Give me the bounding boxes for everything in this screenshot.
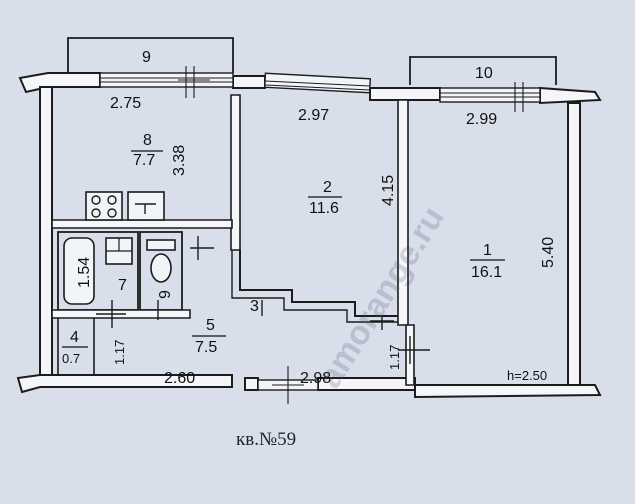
stove <box>85 191 123 221</box>
window-room-2 <box>263 72 372 94</box>
balcony-9: 9 <box>67 37 234 73</box>
room-8-number: 8 <box>143 132 152 149</box>
room-1-area: 16.1 <box>471 264 502 281</box>
dim-room1-depth: 5.40 <box>540 237 557 268</box>
room-3-number: 3 <box>250 298 259 315</box>
room-6-number: 6 <box>155 290 172 299</box>
dim-kitchen-depth: 3.38 <box>171 145 188 176</box>
room-7-bathroom <box>57 231 139 311</box>
room-8-area: 7.7 <box>133 152 155 169</box>
dim-corridor-right: 2.98 <box>300 370 331 387</box>
balcony-10: 10 <box>409 56 557 85</box>
dim-bath-length: 1.54 <box>76 257 93 288</box>
room-4-closet <box>57 318 95 375</box>
dim-corridor-left: 2.60 <box>164 370 195 387</box>
dim-closet-width: 1.17 <box>112 340 127 365</box>
outer-top-wall <box>18 72 602 105</box>
apartment-caption: кв.№59 <box>236 429 296 450</box>
ceiling-height: h=2.50 <box>507 368 547 383</box>
dim-room2-width: 2.97 <box>298 107 329 124</box>
room-2-area: 11.6 <box>309 200 339 217</box>
balcony-10-label: 10 <box>475 65 493 82</box>
outer-bottom-wall <box>16 366 602 404</box>
wall-kitchen-bottom <box>51 219 233 229</box>
outer-left-wall <box>39 86 53 379</box>
dim-room1-width: 2.99 <box>466 111 497 128</box>
dim-hall-width: 1.17 <box>387 345 402 370</box>
window-room-1 <box>439 82 541 112</box>
dim-room2-depth: 4.15 <box>380 175 397 206</box>
dim-kitchen-width: 2.75 <box>110 95 141 112</box>
sink <box>127 191 165 221</box>
room-1-number: 1 <box>483 242 492 259</box>
balcony-9-label: 9 <box>142 49 151 66</box>
room-4-area: 0.7 <box>62 351 80 366</box>
room-5-number: 5 <box>206 317 215 334</box>
room-5-area: 7.5 <box>195 339 217 356</box>
wall-room2-bottom <box>231 250 398 323</box>
doors <box>96 236 430 364</box>
outer-right-wall <box>567 102 581 386</box>
room-4-number: 4 <box>70 329 79 346</box>
room-7-number: 7 <box>118 277 127 294</box>
window-kitchen <box>99 66 234 98</box>
room-2-number: 2 <box>323 179 332 196</box>
